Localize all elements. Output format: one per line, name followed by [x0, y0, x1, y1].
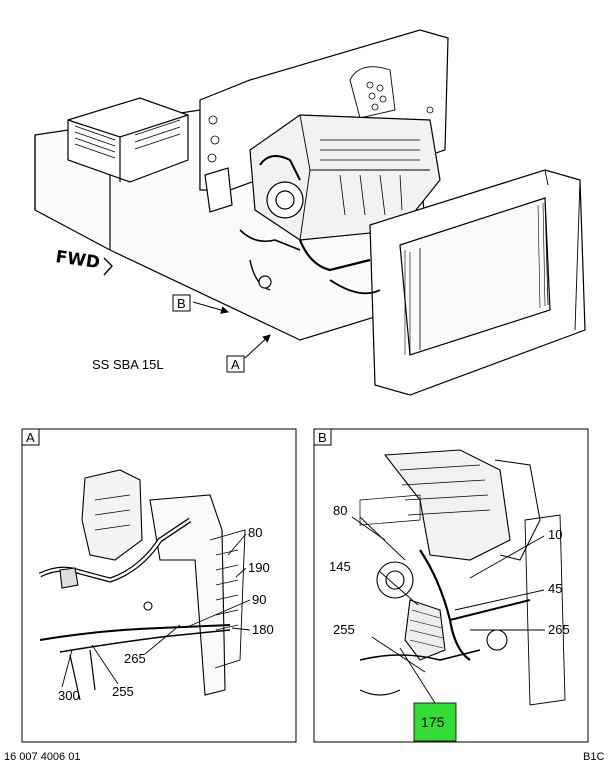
- detail-a-label-190: 190: [248, 560, 270, 575]
- footer-right-code: B1C: [583, 751, 604, 761]
- forward-indicator: FWD: [54, 247, 101, 273]
- callout-b-arrow: [192, 301, 229, 314]
- callout-b-tag: B: [177, 296, 186, 311]
- detail-a-label-80: 80: [248, 525, 262, 540]
- forward-arrow-icon: [103, 257, 113, 276]
- bulkhead-holes: [207, 81, 434, 163]
- engine-block: [239, 114, 441, 272]
- radiator: [369, 169, 586, 396]
- detail-a-title: A: [26, 430, 35, 445]
- detail-b-panel: B 80: [313, 428, 589, 743]
- footer-left-code: 16 007 4006 01: [4, 751, 80, 761]
- detail-b-title: B: [318, 430, 327, 445]
- detail-a-panel: A 80 190 90 1: [21, 428, 297, 743]
- main-assembly-view: [34, 29, 586, 396]
- detail-a-label-300: 300: [58, 688, 80, 703]
- highlighted-part-label[interactable]: 175: [421, 714, 445, 730]
- model-label: SS SBA 15L: [92, 357, 164, 372]
- detail-a-label-255: 255: [112, 684, 134, 699]
- detail-a-label-180: 180: [252, 622, 274, 637]
- detail-a-label-90: 90: [252, 592, 266, 607]
- highlighted-part-box[interactable]: [413, 702, 457, 742]
- callout-a-arrow: [244, 334, 271, 359]
- detail-b-label-45: 45: [548, 581, 562, 596]
- detail-b-label-80: 80: [333, 503, 347, 518]
- detail-b-label-10: 10: [548, 527, 562, 542]
- coolant-tank: [204, 167, 233, 213]
- detail-a-leaders: [61, 533, 251, 688]
- detail-b-label-255: 255: [333, 622, 355, 637]
- detail-b-label-145: 145: [329, 559, 351, 574]
- detail-b-leaders: [351, 516, 545, 704]
- electronics-box: [67, 97, 189, 183]
- detail-b-label-265: 265: [548, 622, 570, 637]
- callout-a-tag: A: [231, 357, 240, 372]
- detail-a-label-265: 265: [124, 651, 146, 666]
